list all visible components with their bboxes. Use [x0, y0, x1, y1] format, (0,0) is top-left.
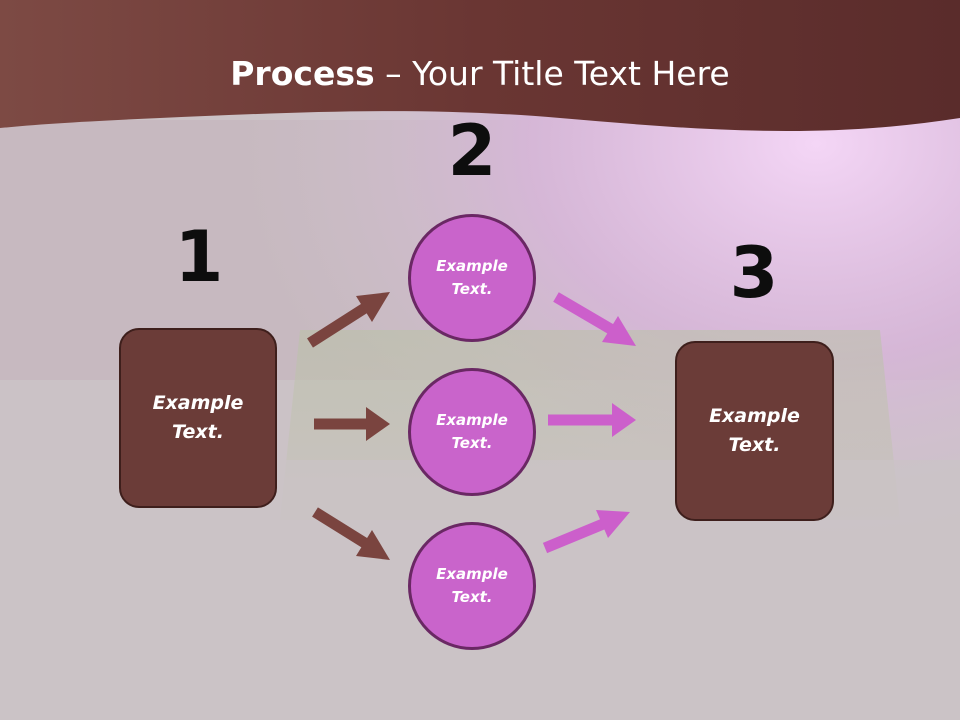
arrow-left-to-bottom — [312, 507, 390, 560]
arrow-top-to-right — [553, 292, 636, 346]
arrow-middle-to-right — [548, 403, 636, 437]
left-process-box: Example Text. — [119, 328, 277, 508]
left-box-line1: Example — [152, 392, 244, 414]
circle-bottom: Example Text. — [408, 522, 536, 650]
circle-bottom-line1: Example — [436, 565, 508, 583]
step-number-3: 3 — [729, 232, 779, 314]
arrow-left-to-middle — [314, 407, 390, 441]
right-box-line2: Text. — [728, 434, 781, 456]
header-band — [0, 0, 960, 132]
left-box-line2: Text. — [172, 421, 224, 443]
circle-bottom-line2: Text. — [451, 588, 493, 606]
arrow-left-to-top — [307, 292, 390, 348]
circle-middle-line2: Text. — [451, 434, 493, 452]
right-box-line1: Example — [709, 405, 800, 427]
right-process-box: Example Text. — [675, 341, 834, 521]
circle-top-line2: Text. — [451, 280, 493, 298]
title-bold: Process — [230, 54, 375, 93]
title-rest: – Your Title Text Here — [374, 54, 730, 93]
circle-top: Example Text. — [408, 214, 536, 342]
circle-top-line1: Example — [436, 257, 508, 275]
circle-middle-line1: Example — [436, 411, 508, 429]
step-number-2: 2 — [447, 110, 497, 192]
step-number-1: 1 — [174, 216, 224, 298]
page-title: Process – Your Title Text Here — [0, 52, 960, 96]
circle-middle: Example Text. — [408, 368, 536, 496]
arrow-bottom-to-right — [542, 510, 630, 554]
